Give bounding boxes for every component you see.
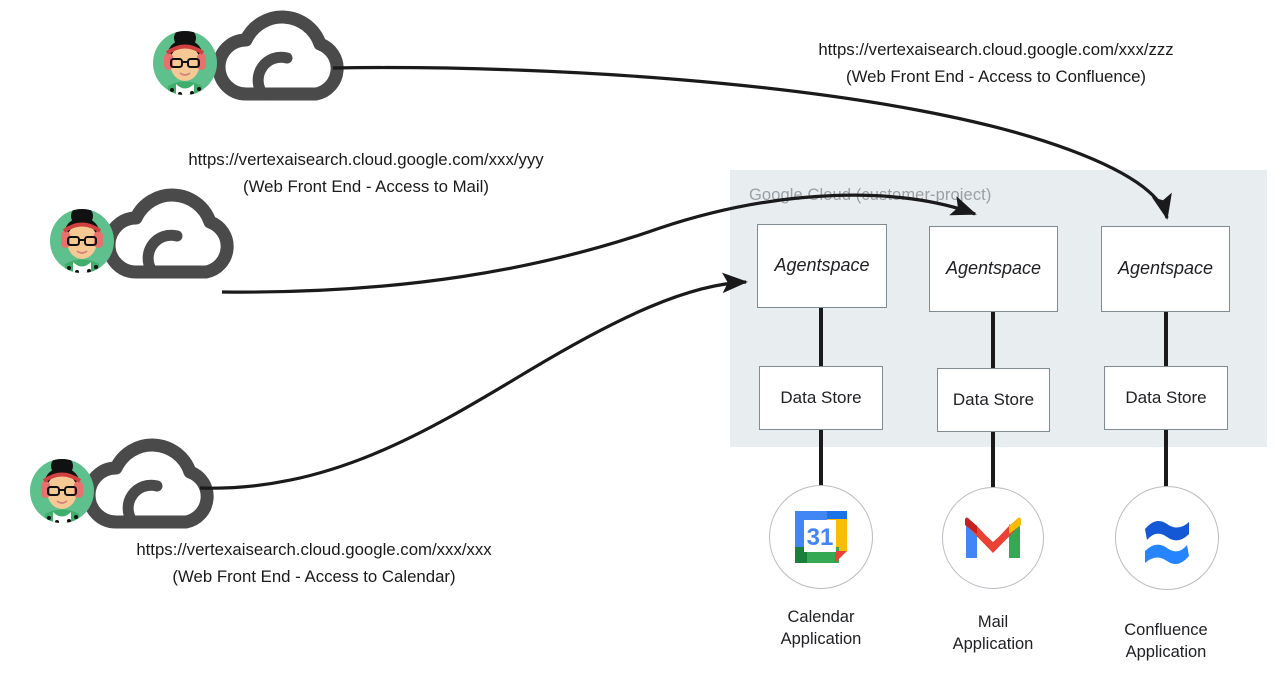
agentspace-box-mail[interactable]: Agentspace — [929, 226, 1058, 312]
app-caption-calendar: Calendar Application — [780, 608, 862, 648]
arrow-user-calendar-to-agentspace — [199, 272, 748, 490]
user-avatar-icon-calendar — [30, 459, 94, 523]
agentspace-label: Agentspace — [774, 255, 870, 276]
url-label-calendar: https://vertexaisearch.cloud.google.com/… — [125, 536, 503, 590]
url-description: (Web Front End - Access to Mail) — [243, 177, 489, 197]
datastore-label: Data Store — [1125, 387, 1207, 407]
app-caption-mail: Mail Application — [952, 613, 1034, 653]
google-calendar-icon: 31 — [795, 511, 847, 563]
datastore-label: Data Store — [952, 389, 1035, 409]
agentspace-box-confluence[interactable]: Agentspace — [1101, 226, 1230, 312]
agentspace-label: Agentspace — [945, 258, 1042, 279]
url-text: https://vertexaisearch.cloud.google.com/… — [818, 40, 1174, 59]
url-label-confluence: https://vertexaisearch.cloud.google.com/… — [805, 36, 1187, 90]
gmail-icon — [965, 517, 1021, 558]
url-description: (Web Front End - Access to Confluence) — [845, 67, 1147, 87]
url-label-mail: https://vertexaisearch.cloud.google.com/… — [188, 146, 544, 200]
url-text: https://vertexaisearch.cloud.google.com/… — [188, 150, 544, 169]
app-caption-confluence: Confluence Application — [1124, 621, 1208, 661]
user-avatar-icon-confluence — [153, 31, 217, 95]
cloud-icon-user-calendar — [82, 438, 214, 529]
cloud-icon-user-mail — [102, 188, 234, 279]
user-avatar-icon-mail — [50, 209, 114, 273]
agentspace-label: Agentspace — [1117, 258, 1214, 279]
app-circle-calendar[interactable]: 31 — [769, 485, 873, 589]
datastore-box-calendar[interactable]: Data Store — [759, 366, 883, 430]
app-circle-mail[interactable] — [942, 487, 1044, 589]
url-text: https://vertexaisearch.cloud.google.com/… — [136, 540, 492, 559]
url-description: (Web Front End - Access to Calendar) — [172, 567, 456, 587]
agentspace-box-calendar[interactable]: Agentspace — [757, 224, 887, 308]
calendar-day-number: 31 — [807, 524, 834, 551]
datastore-label: Data Store — [780, 387, 862, 407]
datastore-box-confluence[interactable]: Data Store — [1104, 366, 1228, 430]
google-cloud-container-label: Google Cloud (customer-project) — [749, 186, 992, 204]
cloud-icon-user-confluence — [212, 10, 344, 101]
app-circle-confluence[interactable] — [1115, 486, 1219, 590]
confluence-icon — [1145, 520, 1189, 564]
datastore-box-mail[interactable]: Data Store — [937, 368, 1050, 432]
